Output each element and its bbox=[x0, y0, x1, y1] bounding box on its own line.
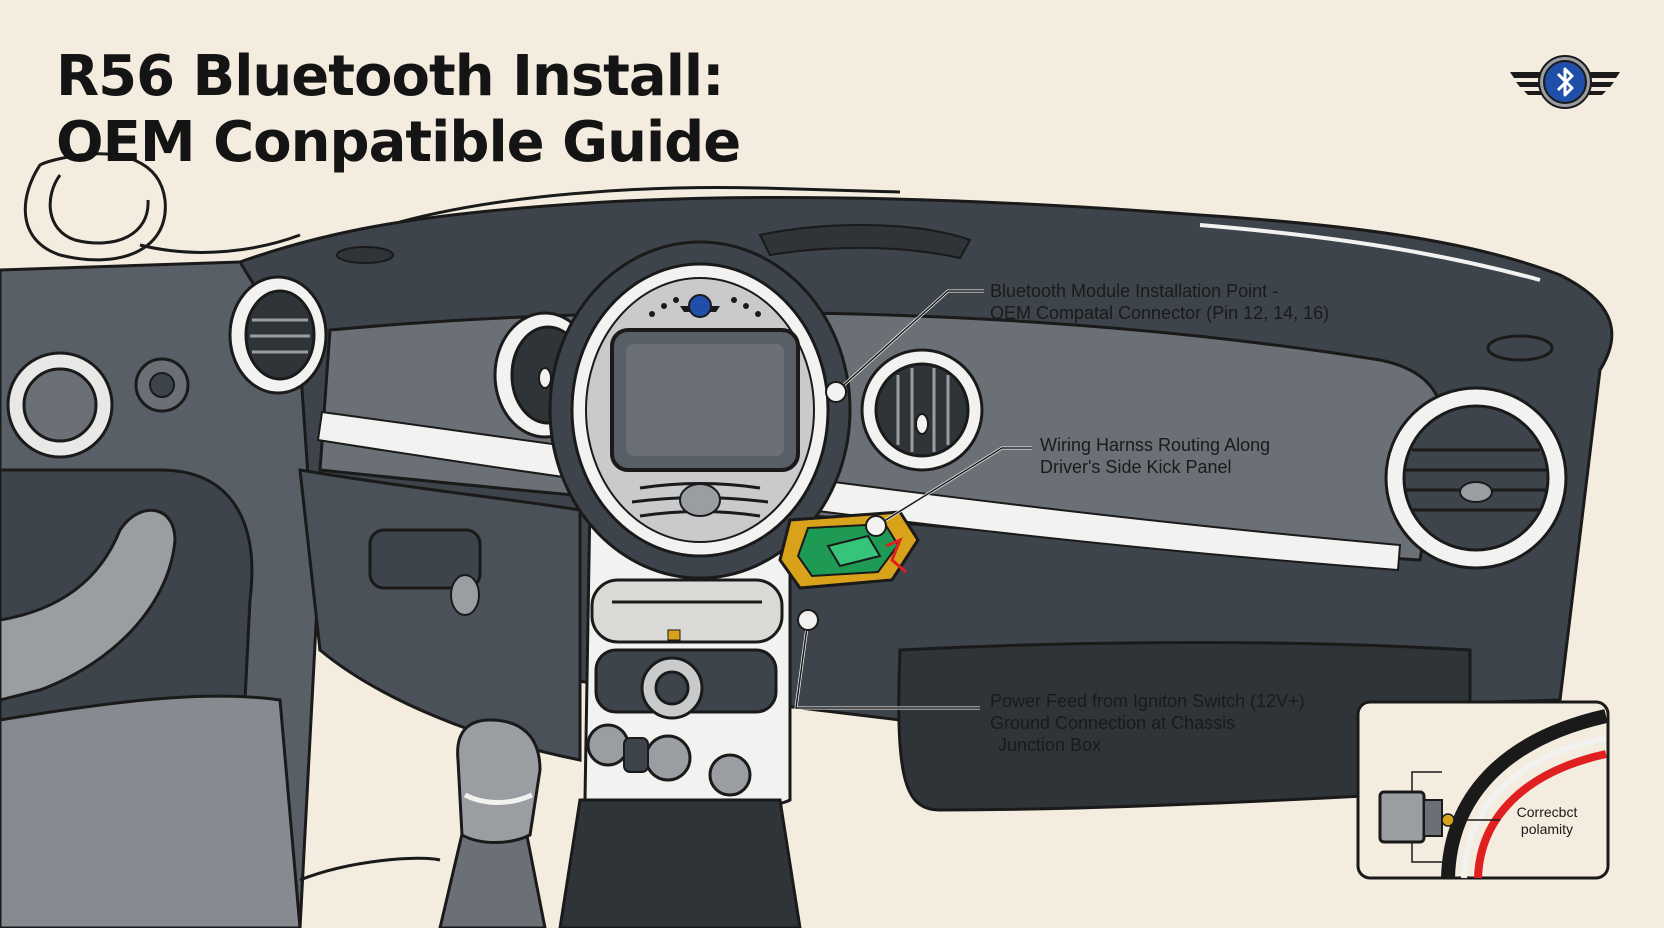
callout-power-line-1: Power Feed from Igniton Switch (12V+) bbox=[990, 691, 1305, 711]
callout-power-line-3: Junction Box bbox=[998, 735, 1102, 755]
defrost-vent-left bbox=[336, 246, 394, 264]
mini-logo-icon bbox=[680, 294, 720, 318]
center-right-vent bbox=[860, 348, 984, 472]
callout-dot-harness bbox=[865, 515, 887, 537]
door-armrest bbox=[0, 694, 302, 928]
mirror-outline bbox=[23, 152, 301, 262]
cd-slot-panel bbox=[590, 578, 784, 644]
right-vent bbox=[1384, 386, 1568, 570]
callout-power-feed: Power Feed from Igniton Switch (12V+) Gr… bbox=[990, 690, 1305, 756]
callout-wiring-harness: Wiring Harnss Routing Along Driver's Sid… bbox=[1040, 434, 1270, 478]
module-red-lead bbox=[885, 537, 907, 574]
center-display bbox=[548, 240, 852, 580]
callout-harness-line-1: Wiring Harnss Routing Along bbox=[1040, 435, 1271, 455]
gear-shifter bbox=[438, 718, 547, 928]
callout-power-line-2: Ground Connection at Chassis bbox=[990, 713, 1236, 733]
speaker-dots bbox=[649, 297, 761, 317]
callout-module-line-2: OEM Compatal Connector (Pin 12, 14, 16) bbox=[990, 303, 1330, 323]
left-vent-inner bbox=[22, 367, 98, 443]
callout-harness-line-2: Driver's Side Kick Panel bbox=[1040, 457, 1232, 477]
polarity-inset bbox=[1356, 700, 1610, 880]
inset-polarity-label: Correcbct polamity bbox=[1505, 804, 1589, 838]
lower-console-floor bbox=[558, 798, 802, 928]
inset-connector bbox=[1378, 790, 1426, 844]
inset-label-line-2: polamity bbox=[1520, 821, 1574, 837]
title-line-1: R56 Bluetooth Install: bbox=[56, 44, 725, 109]
callout-dot-module bbox=[825, 381, 847, 403]
page-title: R56 Bluetooth Install: OEM Conpatible Gu… bbox=[56, 44, 741, 176]
winged-bluetooth-logo-icon bbox=[1510, 55, 1620, 109]
far-right-vent bbox=[1486, 334, 1554, 362]
glovebox bbox=[897, 641, 1472, 812]
callout-dot-power bbox=[797, 609, 819, 631]
callout-module-line-1: Bluetooth Module Installation Point - bbox=[990, 281, 1279, 301]
title-line-2: OEM Conpatible Guide bbox=[56, 110, 741, 175]
callout-module-installation: Bluetooth Module Installation Point - OE… bbox=[990, 280, 1329, 324]
door-handle bbox=[0, 508, 177, 702]
inset-label-line-1: Correcbct bbox=[1516, 804, 1578, 820]
driver-vent bbox=[228, 275, 328, 395]
defrost-grille bbox=[758, 224, 972, 260]
